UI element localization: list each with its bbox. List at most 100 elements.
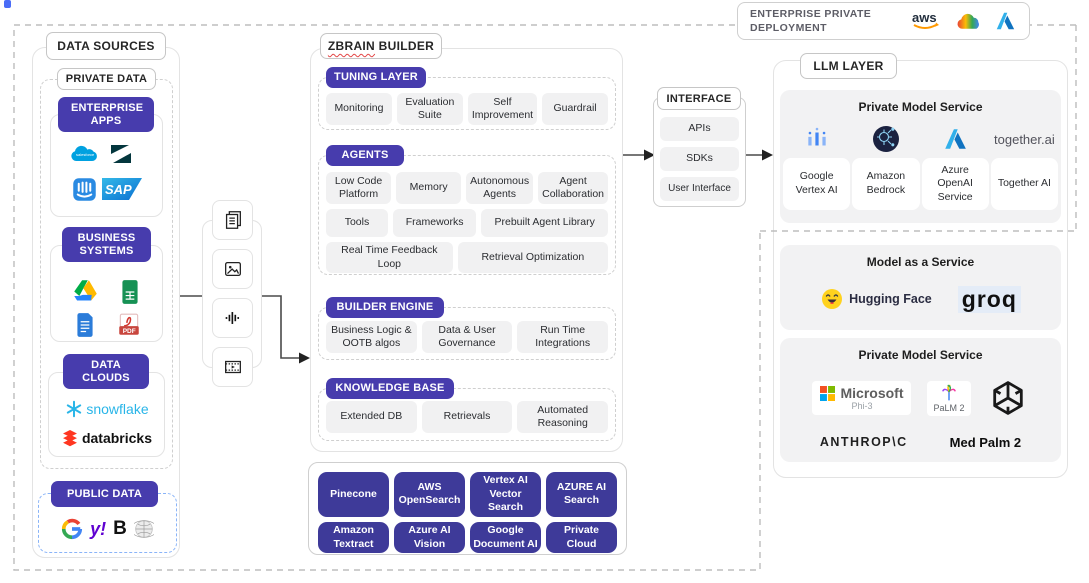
google-drive-icon	[72, 279, 99, 304]
tuning-item: Evaluation Suite	[396, 93, 463, 125]
amazon-bedrock-icon	[872, 120, 900, 158]
public-data-label: PUBLIC DATA	[66, 487, 143, 500]
knowledge-base-pill: KNOWLEDGE BASE	[326, 378, 454, 399]
provider-card: Google Vertex AI	[783, 158, 851, 210]
public-data-icons: y! B	[44, 512, 171, 546]
data-sources-title: DATA SOURCES	[57, 39, 155, 53]
azure-icon	[993, 10, 1017, 32]
aws-icon: aws	[909, 9, 943, 33]
agents-item: Low Code Platform	[326, 172, 392, 204]
salesforce-icon: salesforce	[68, 141, 100, 166]
databricks-logo: databricks	[54, 427, 160, 449]
tuning-item: Monitoring	[326, 93, 392, 125]
modality-container	[202, 220, 262, 368]
modality-image-box	[212, 249, 253, 289]
groq-logo: groq	[957, 285, 1021, 313]
document-icon	[222, 209, 244, 231]
agents-item: Frameworks	[392, 209, 477, 237]
data-sources-tab: DATA SOURCES	[46, 32, 166, 60]
knowledge-item: Extended DB	[326, 401, 417, 433]
provider-col: Amazon Bedrock	[852, 120, 920, 218]
deployment-title: ENTERPRISE PRIVATE DEPLOYMENT	[750, 7, 872, 34]
agents-item: Retrieval Optimization	[457, 242, 608, 273]
tuning-item: Guardrail	[542, 93, 608, 125]
svg-text:salesforce: salesforce	[76, 152, 95, 157]
corner-artifact	[4, 0, 11, 8]
interface-tab: INTERFACE	[657, 87, 741, 110]
tuning-layer-items: Monitoring Evaluation Suite Self Improve…	[326, 93, 608, 125]
public-data-pill: PUBLIC DATA	[51, 481, 158, 507]
agents-item: Agent Collaboration	[538, 172, 608, 204]
audio-icon	[222, 307, 244, 329]
microsoft-phi3-logo: Microsoft Phi-3	[812, 381, 912, 415]
private-data-tab: PRIVATE DATA	[57, 68, 156, 90]
builder-engine-pill: BUILDER ENGINE	[326, 297, 444, 318]
agents-item: Real Time Feedback Loop	[326, 242, 453, 273]
zbrain-builder-tab: ZBRAIN BUILDER	[320, 33, 442, 59]
microsoft-text: Microsoft	[840, 385, 904, 401]
llm-layer-title: LLM LAYER	[813, 59, 884, 73]
private-model-service-1-title: Private Model Service	[858, 100, 983, 114]
service-button: Vertex AI Vector Search	[470, 472, 541, 517]
engine-item: Data & User Governance	[421, 321, 513, 353]
service-button: Amazon Textract	[318, 521, 389, 554]
agents-item: Prebuilt Agent Library	[481, 209, 608, 237]
wikipedia-icon	[133, 519, 154, 539]
google-cloud-icon	[953, 10, 983, 32]
model-as-a-service-logos: Hugging Face groq	[780, 278, 1061, 320]
engine-item: Business Logic & OOTB algos	[326, 321, 417, 353]
service-button: Pinecone	[318, 472, 389, 517]
engine-item: Run Time Integrations	[517, 321, 609, 353]
phi-3-text: Phi-3	[851, 401, 873, 411]
service-button: AZURE AI Search	[546, 472, 617, 517]
enterprise-apps-pill: ENTERPRISE APPS	[58, 97, 154, 132]
business-systems-label: BUSINESS SYSTEMS	[77, 231, 136, 257]
svg-text:PDF: PDF	[123, 328, 136, 335]
knowledge-item: Retrievals	[421, 401, 513, 433]
snowflake-text: snowflake	[86, 401, 149, 417]
service-button: AWS OpenSearch	[394, 472, 465, 517]
yahoo-icon: y!	[90, 518, 107, 539]
tuning-layer-label: TUNING LAYER	[334, 71, 418, 84]
microsoft-icon	[820, 385, 836, 401]
tuning-layer-section	[318, 77, 616, 130]
sap-icon: SAP	[102, 178, 142, 200]
llm-layer-tab: LLM LAYER	[800, 53, 897, 79]
palm2-text: PaLM 2	[933, 402, 965, 413]
knowledge-base-label: KNOWLEDGE BASE	[335, 382, 445, 395]
image-icon	[222, 258, 244, 280]
service-button: Google Document AI	[470, 521, 541, 554]
enterprise-apps-label: ENTERPRISE APPS	[71, 101, 144, 127]
private-model-service-2-title: Private Model Service	[858, 348, 983, 362]
agents-label: AGENTS	[341, 149, 389, 162]
builder-engine-items: Business Logic & OOTB algos Data & User …	[326, 321, 609, 353]
provider-card: Together AI	[990, 158, 1058, 210]
hugging-face-icon	[820, 287, 844, 311]
snowflake-logo: snowflake	[54, 398, 160, 420]
model-as-a-service-title: Model as a Service	[866, 255, 975, 269]
interface-item-user-interface: User Interface	[660, 177, 739, 201]
agents-section	[318, 155, 616, 275]
service-button: Private Cloud	[546, 521, 617, 554]
together-ai-logo: together.ai	[994, 131, 1055, 147]
tuning-layer-pill: TUNING LAYER	[326, 67, 426, 88]
data-clouds-label: DATA CLOUDS	[82, 358, 130, 384]
video-icon	[222, 356, 244, 378]
agents-row1: Low Code Platform Memory Autonomous Agen…	[326, 172, 608, 204]
palm2-icon	[940, 384, 958, 402]
deployment-bar: ENTERPRISE PRIVATE DEPLOYMENT aws	[737, 2, 1030, 40]
zendesk-icon	[108, 142, 134, 166]
services-box: Pinecone AWS OpenSearch Vertex AI Vector…	[308, 462, 627, 555]
anthropic-logo: ANTHROP\C	[819, 435, 908, 449]
azure-openai-icon	[942, 120, 968, 158]
palm2-logo: PaLM 2	[927, 380, 971, 416]
agents-item: Autonomous Agents	[466, 172, 534, 204]
modality-document-box	[212, 200, 253, 240]
tuning-item: Self Improvement	[467, 93, 538, 125]
agents-pill: AGENTS	[326, 145, 404, 166]
agents-row2: Tools Frameworks Prebuilt Agent Library	[326, 209, 608, 237]
knowledge-base-section	[318, 388, 616, 441]
provider-card: Azure OpenAI Service	[921, 158, 989, 210]
